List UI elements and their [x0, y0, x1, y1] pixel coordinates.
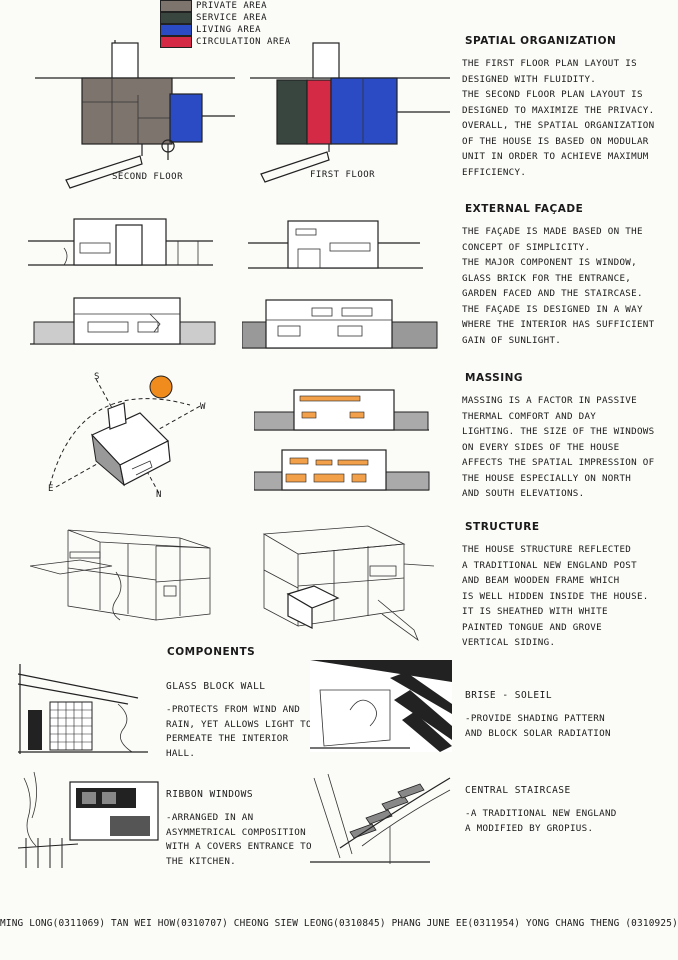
legend-item-circulation: CIRCULATION AREA — [160, 36, 291, 48]
ribbon-windows-sketch — [18, 771, 159, 868]
legend-swatch-living — [160, 24, 192, 36]
compass-label-n: N — [156, 490, 162, 500]
section-text-massing: MASSING IS A FACTOR IN PASSIVE THERMAL C… — [462, 395, 655, 499]
section-heading-spatial: SPATIAL ORGANIZATION — [465, 35, 617, 47]
section-text-structure: THE HOUSE STRUCTURE REFLECTED A TRADITIO… — [462, 544, 649, 648]
elevation-drawing-3 — [30, 297, 216, 345]
legend-swatch-service — [160, 12, 192, 24]
compass-label-e: E — [48, 484, 54, 494]
section-text-spatial: THE FIRST FLOOR PLAN LAYOUT IS DESIGNED … — [462, 58, 655, 178]
component-desc-ribbon-windows: -ARRANGED IN AN ASYMMETRICAL COMPOSITION… — [166, 812, 312, 867]
component-desc-glass-block: -PROTECTS FROM WIND AND RAIN, YET ALLOWS… — [166, 704, 312, 759]
section-heading-massing: MASSING — [465, 372, 524, 384]
legend-label: CIRCULATION AREA — [196, 37, 291, 47]
compass-label-w: W — [200, 402, 206, 412]
legend-label: SERVICE AREA — [196, 13, 268, 23]
legend-item-private: PRIVATE AREA — [160, 0, 291, 12]
sun-icon — [149, 375, 173, 399]
glass-block-wall-sketch — [18, 664, 148, 754]
legend-swatch-circulation — [160, 36, 192, 48]
section-heading-facade: EXTERNAL FAÇADE — [465, 203, 584, 215]
massing-elevation-2 — [254, 449, 430, 491]
legend-item-service: SERVICE AREA — [160, 12, 291, 24]
component-title-ribbon-windows: RIBBON WINDOWS — [166, 789, 254, 800]
first-floor-caption: FIRST FLOOR — [310, 170, 376, 180]
elevation-drawing-2 — [248, 220, 423, 269]
legend-item-living: LIVING AREA — [160, 24, 291, 36]
student-names-footer: MING LONG(0311069) TAN WEI HOW(0310707) … — [0, 918, 678, 929]
structure-perspective-2 — [262, 525, 435, 642]
section-heading-structure: STRUCTURE — [465, 521, 540, 533]
component-desc-central-staircase: -A TRADITIONAL NEW ENGLAND A MODIFIED BY… — [465, 808, 617, 834]
component-title-brise-soleil: BRISE - SOLEIL — [465, 690, 553, 701]
second-floor-caption: SECOND FLOOR — [112, 172, 184, 182]
second-floor-plan — [35, 40, 235, 189]
massing-elevation-1 — [254, 389, 429, 431]
brise-soleil-sketch — [310, 660, 452, 752]
color-legend: PRIVATE AREA SERVICE AREA LIVING AREA CI… — [160, 0, 291, 48]
first-floor-plan — [250, 42, 450, 183]
component-desc-brise-soleil: -PROVIDE SHADING PATTERN AND BLOCK SOLAR… — [465, 713, 611, 739]
central-staircase-sketch — [310, 773, 451, 864]
elevation-drawing-4 — [242, 299, 438, 349]
section-text-facade: THE FAÇADE IS MADE BASED ON THE CONCEPT … — [462, 226, 655, 346]
compass-label-s: S — [94, 372, 100, 382]
legend-label: PRIVATE AREA — [196, 1, 268, 11]
structure-perspective-1 — [30, 529, 211, 621]
legend-swatch-private — [160, 0, 192, 12]
component-title-central-staircase: CENTRAL STAIRCASE — [465, 785, 571, 796]
component-title-glass-block: GLASS BLOCK WALL — [166, 681, 266, 692]
components-heading: COMPONENTS — [167, 646, 256, 658]
elevation-drawing-1 — [28, 218, 213, 266]
legend-label: LIVING AREA — [196, 25, 262, 35]
sun-path-diagram — [49, 375, 203, 496]
